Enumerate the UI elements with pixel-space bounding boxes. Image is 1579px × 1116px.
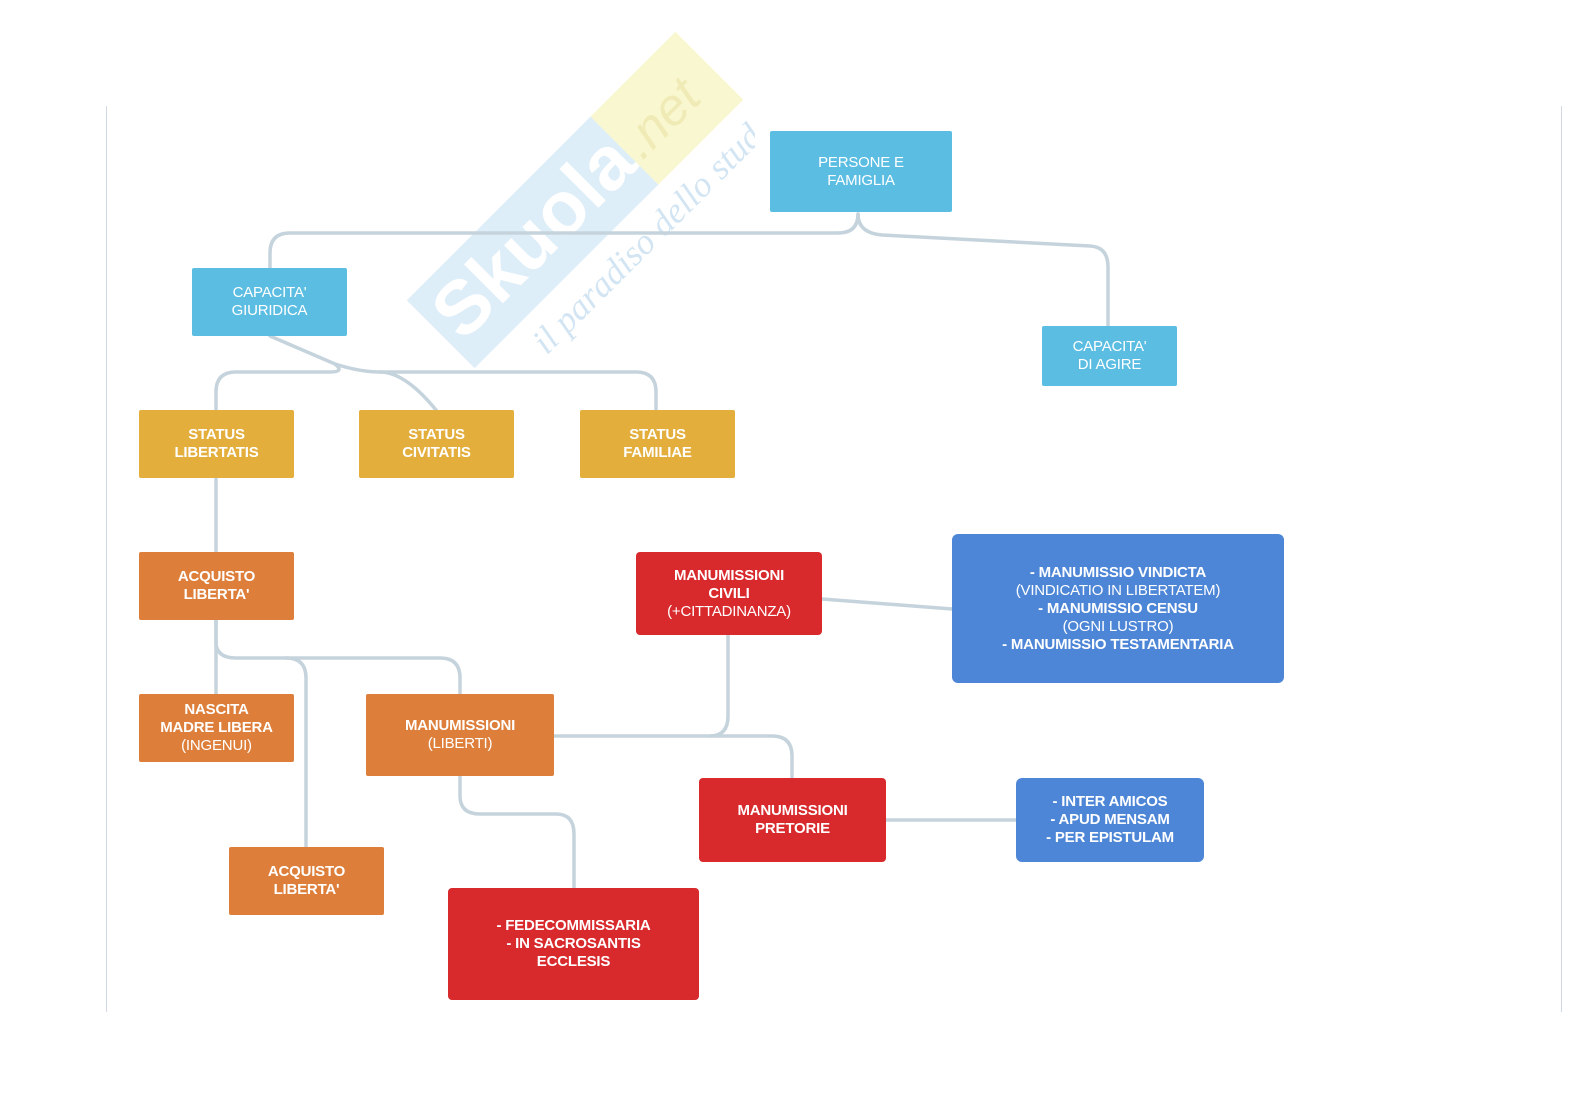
edge-manumissioni-fede (458, 774, 576, 890)
node-capacita-di-agire: CAPACITA' DI AGIRE (1042, 326, 1177, 386)
node-line: CAPACITA' (232, 284, 307, 301)
edge-acquisto-branch (214, 618, 462, 696)
edge-civili-list (820, 597, 954, 611)
edge-manumissioni-civili (552, 633, 730, 738)
page-border-right (1561, 106, 1562, 1012)
node-fedecommissaria: - FEDECOMMISSARIA - IN SACROSANTIS ECCLE… (448, 888, 699, 1000)
edge-giuridica-status (214, 334, 341, 412)
node-line: (LIBERTI) (427, 735, 493, 752)
node-line: CAPACITA' (1072, 338, 1147, 355)
node-line: - MANUMISSIO CENSU (1038, 599, 1198, 617)
node-line: ACQUISTO (177, 568, 256, 585)
node-line: LIBERTA' (273, 881, 340, 898)
node-manumissioni-liberti: MANUMISSIONI (LIBERTI) (366, 694, 554, 776)
node-line: GIURIDICA (231, 302, 308, 319)
node-line: - INTER AMICOS (1052, 793, 1168, 810)
node-line: STATUS (408, 426, 465, 443)
node-line: - PER EPISTULAM (1046, 829, 1174, 846)
node-line: DI AGIRE (1077, 356, 1142, 373)
node-persone-e-famiglia: PERSONE E FAMIGLIA (770, 131, 952, 212)
edge-acquisto-acquisto2 (284, 656, 308, 849)
node-line: MANUMISSIONI (737, 802, 848, 819)
edge-root-giuridica (268, 212, 860, 270)
node-line: - APUD MENSAM (1050, 811, 1170, 828)
edge-giuridica-familiae (378, 370, 658, 412)
node-line: (VINDICATIO IN LIBERTATEM) (1015, 581, 1221, 599)
page-border-left (106, 106, 107, 1012)
node-manumissioni-civili: MANUMISSIONI CIVILI (+CITTADINANZA) (636, 552, 822, 635)
node-manumissioni-pretorie: MANUMISSIONI PRETORIE (699, 778, 886, 862)
node-line: CIVILI (708, 584, 750, 602)
node-line: PERSONE E (818, 153, 904, 171)
node-line: - MANUMISSIO TESTAMENTARIA (1002, 635, 1234, 653)
node-line: - IN SACROSANTIS (506, 935, 641, 952)
node-line: ACQUISTO (267, 863, 346, 880)
node-capacita-giuridica: CAPACITA' GIURIDICA (192, 268, 347, 336)
node-status-civitatis: STATUS CIVITATIS (359, 410, 514, 478)
node-acquisto-liberta: ACQUISTO LIBERTA' (139, 552, 294, 620)
node-line: LIBERTA' (183, 586, 250, 603)
node-line: MANUMISSIONI (404, 717, 516, 734)
node-line: (OGNI LUSTRO) (1062, 617, 1174, 635)
node-line: FAMIGLIA (827, 171, 895, 189)
node-status-libertatis: STATUS LIBERTATIS (139, 410, 294, 478)
node-manumissioni-pretorie-list: - INTER AMICOS - APUD MENSAM - PER EPIST… (1016, 778, 1204, 862)
node-manumissioni-civili-list: - MANUMISSIO VINDICTA (VINDICATIO IN LIB… (952, 534, 1284, 683)
node-line: FAMILIAE (623, 444, 692, 461)
node-line: (INGENUI) (181, 737, 252, 754)
node-line: ECCLESIS (536, 953, 611, 970)
node-nascita-madre-libera: NASCITA MADRE LIBERA (INGENUI) (139, 694, 294, 762)
node-line: STATUS (188, 426, 245, 443)
node-acquisto-liberta-2: ACQUISTO LIBERTA' (229, 847, 384, 915)
node-line: - MANUMISSIO VINDICTA (1029, 563, 1207, 581)
edge-manumissioni-pretorie (708, 734, 794, 780)
node-line: NASCITA (184, 701, 249, 718)
node-line: PRETORIE (755, 820, 830, 837)
node-line: MADRE LIBERA (160, 719, 273, 736)
node-line: LIBERTATIS (174, 444, 259, 461)
node-line: MANUMISSIONI (673, 566, 785, 584)
node-line: STATUS (629, 426, 686, 443)
node-line: (+CITTADINANZA) (667, 602, 791, 620)
node-line: CIVITATIS (402, 444, 471, 461)
node-line: - FEDECOMMISSARIA (496, 917, 651, 934)
edge-root-agire (856, 212, 1110, 328)
node-status-familiae: STATUS FAMILIAE (580, 410, 735, 478)
